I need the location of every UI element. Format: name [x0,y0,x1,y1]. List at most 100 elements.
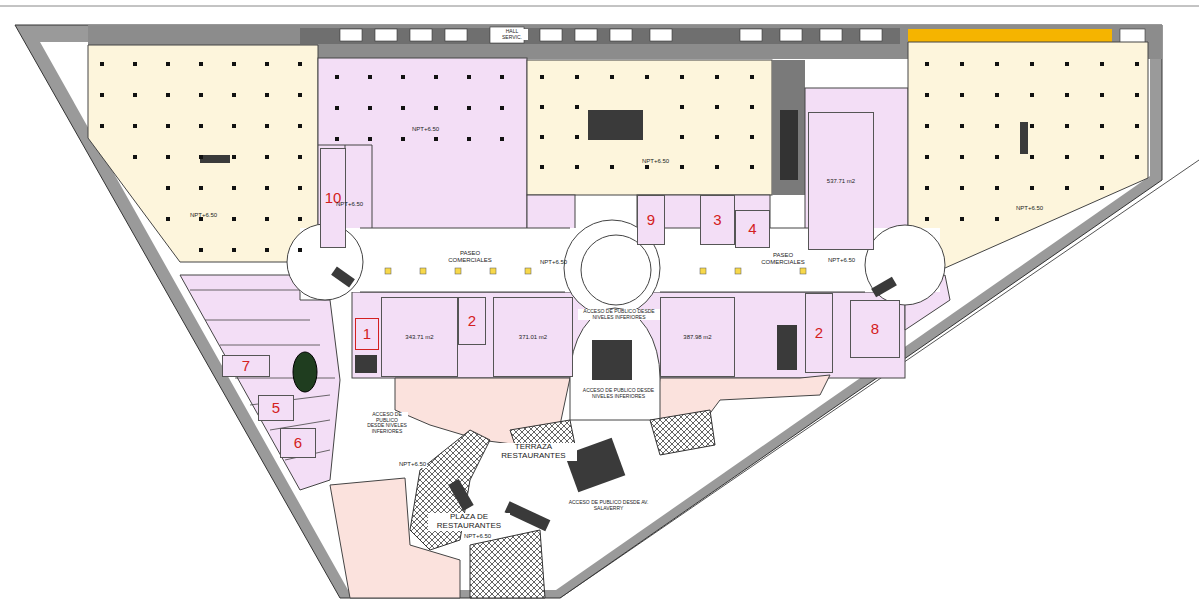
tenant-unit: 8 [850,300,900,358]
column-mark [133,62,137,66]
column-mark [540,75,544,79]
column-mark [265,248,269,252]
column-mark [1100,93,1104,97]
level-note: NPT+6.50 [398,461,427,468]
column-mark [1100,186,1104,190]
column-mark [401,106,405,110]
column-mark [298,248,302,252]
column-mark [199,124,203,128]
column-mark [925,155,929,159]
column-mark [232,124,236,128]
column-mark [960,124,964,128]
level-note: NPT+6.50 [540,259,567,266]
column-mark [199,155,203,159]
column-mark [645,75,649,79]
column-mark [575,165,579,169]
column-mark [540,165,544,169]
column-mark [575,105,579,109]
tenant-unit: 387.98 m2 [660,297,735,377]
column-mark [715,105,719,109]
column-mark [715,165,719,169]
column-mark [1100,62,1104,66]
column-mark [750,165,754,169]
column-mark [368,75,372,79]
column-mark [368,137,372,141]
column-mark [199,62,203,66]
callout-number: 1 [363,326,371,343]
column-mark [166,217,170,221]
column-mark [265,93,269,97]
column-mark [750,75,754,79]
column-mark [995,155,999,159]
column-mark [610,75,614,79]
column-mark [680,105,684,109]
area-label: 537.71 m2 [827,178,855,185]
level-note: NPT+6.50 [336,201,363,208]
area-name: PASEO COMERCIALES [758,252,808,265]
column-mark [1030,124,1034,128]
column-mark [960,93,964,97]
tenant-unit: 343.71 m2 [381,297,458,377]
area-name: ACCESO DE PUBLICO DESDE NIVELES INFERIOR… [580,388,657,399]
area-name: PLAZA DE RESTAURANTES [428,513,510,531]
column-mark [1030,186,1034,190]
level-note: NPT+6.50 [1016,205,1043,212]
column-mark [298,62,302,66]
column-mark [960,217,964,221]
column-mark [100,62,104,66]
level-note: NPT+6.50 [828,257,855,264]
column-mark [995,93,999,97]
column-mark [232,155,236,159]
column-mark [265,155,269,159]
column-mark [960,62,964,66]
tenant-unit: 6 [280,428,316,458]
column-mark [610,165,614,169]
area-label: 371.01 m2 [519,334,547,341]
column-mark [1030,155,1034,159]
tenant-unit: 371.01 m2 [493,297,573,377]
column-mark [467,75,471,79]
column-mark [960,186,964,190]
column-mark [166,186,170,190]
column-mark [298,217,302,221]
column-mark [265,217,269,221]
column-mark [995,186,999,190]
tenant-unit: 2 [805,293,833,373]
column-mark [575,135,579,139]
column-mark [575,75,579,79]
column-mark [401,75,405,79]
column-mark [1100,155,1104,159]
tenant-unit: 1 [355,318,379,350]
level-note: NPT+6.50 [463,533,492,540]
callout-number: 3 [713,212,721,229]
area-name: ACCESO DE PUBLICO DESDE NIVELES INFERIOR… [366,412,408,434]
column-mark [232,248,236,252]
tenant-unit: 9 [637,195,665,245]
column-mark [199,248,203,252]
column-mark [232,186,236,190]
column-mark [925,93,929,97]
tenant-unit: 4 [735,210,770,248]
area-name: ACCESO DE PUBLICO DESDE AV. SALAVERRY [560,500,657,511]
column-mark [335,137,339,141]
column-mark [467,106,471,110]
column-mark [995,62,999,66]
column-mark [925,62,929,66]
column-mark [750,135,754,139]
column-mark [133,124,137,128]
column-mark [166,93,170,97]
column-mark [1065,62,1069,66]
level-note: NPT+6.50 [412,126,439,133]
column-mark [1030,62,1034,66]
column-mark [100,93,104,97]
column-mark [925,124,929,128]
column-mark [265,186,269,190]
column-mark [298,124,302,128]
tenant-unit: 2 [458,297,486,345]
callout-number: 8 [871,321,879,338]
column-mark [1030,93,1034,97]
column-mark [960,155,964,159]
column-mark [1100,124,1104,128]
